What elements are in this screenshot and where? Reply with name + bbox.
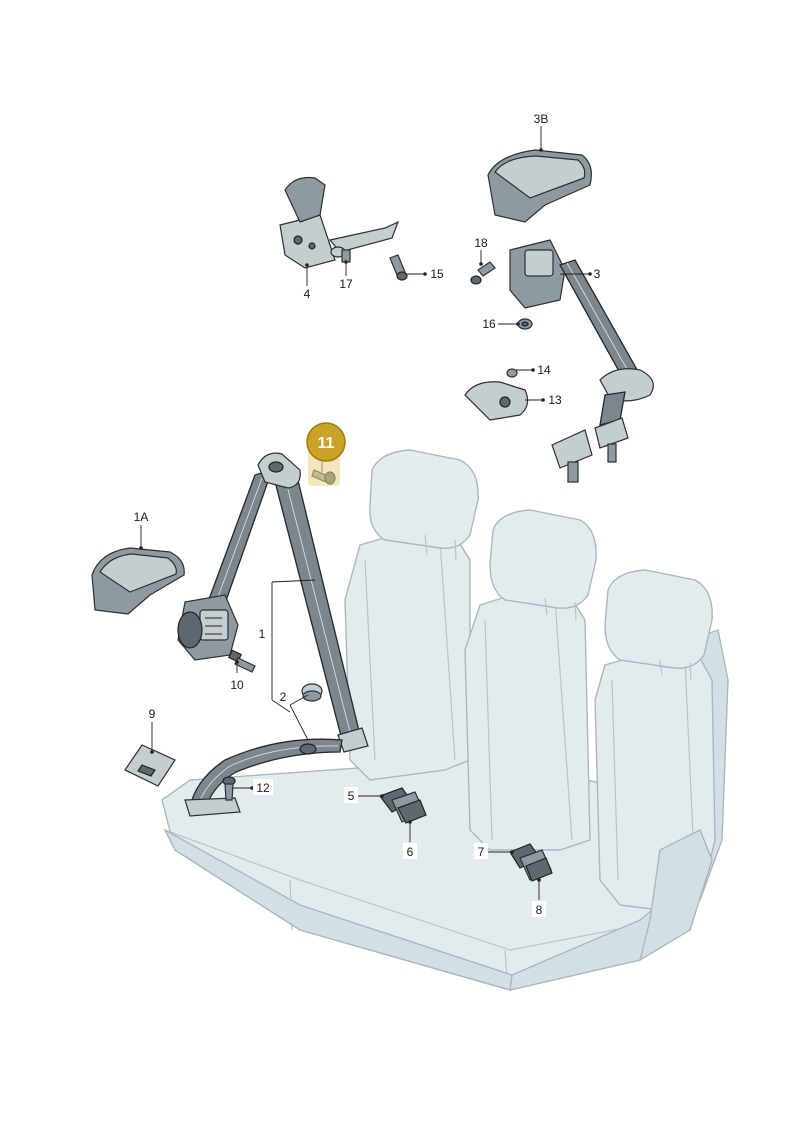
leader-dots (139, 148, 592, 882)
belt-retractor-3-icon (509, 239, 654, 483)
highlight-badge-11[interactable]: 11 (306, 422, 346, 486)
nut-14-icon (506, 368, 518, 378)
part-label-10[interactable]: 10 (230, 678, 244, 692)
part-label-9[interactable]: 9 (149, 707, 156, 721)
seat-bench-icon (161, 449, 729, 991)
part-label-11: 11 (318, 435, 335, 452)
part-label-4[interactable]: 4 (304, 287, 311, 301)
part-label-8[interactable]: 8 (536, 903, 543, 917)
part-label-17[interactable]: 17 (339, 277, 353, 291)
cover-cap-3b-icon (487, 149, 592, 223)
nut-16-icon (517, 318, 533, 330)
leader-lines (140, 126, 590, 900)
label-plate-9-icon (124, 744, 176, 787)
bolt-17-icon (330, 246, 351, 263)
part-label-1[interactable]: 1 (259, 627, 266, 641)
cover-cap-1a-icon (91, 547, 185, 615)
part-label-2[interactable]: 2 (280, 690, 287, 704)
mounting-bracket-4-icon (279, 176, 400, 269)
part-label-14[interactable]: 14 (537, 363, 551, 377)
part-label-3b[interactable]: 3B (534, 112, 549, 126)
belt-buckle-5-6-icon (379, 787, 427, 824)
part-label-3[interactable]: 3 (594, 267, 601, 281)
part-label-15[interactable]: 15 (430, 267, 444, 281)
cap-2-icon (299, 683, 323, 755)
part-label-13[interactable]: 13 (548, 393, 562, 407)
bolt-12-icon (222, 776, 236, 801)
part-labels: 1 1A 2 3 3B 4 5 6 7 8 9 10 12 13 14 15 1… (134, 112, 601, 917)
part-label-5[interactable]: 5 (348, 789, 355, 803)
bolt-10-icon (227, 649, 256, 673)
part-label-1a[interactable]: 1A (134, 510, 149, 524)
part-label-7[interactable]: 7 (478, 845, 485, 859)
bracket-13-icon (464, 381, 529, 421)
bolt-18-icon (470, 261, 496, 285)
seat-belt-assembly-icon (177, 452, 369, 817)
part-label-18[interactable]: 18 (474, 236, 488, 250)
part-label-6[interactable]: 6 (407, 845, 414, 859)
part-label-16[interactable]: 16 (482, 317, 496, 331)
bolt-15-icon (389, 254, 408, 281)
belt-buckle-7-8-icon (509, 843, 553, 882)
part-label-12[interactable]: 12 (256, 781, 270, 795)
